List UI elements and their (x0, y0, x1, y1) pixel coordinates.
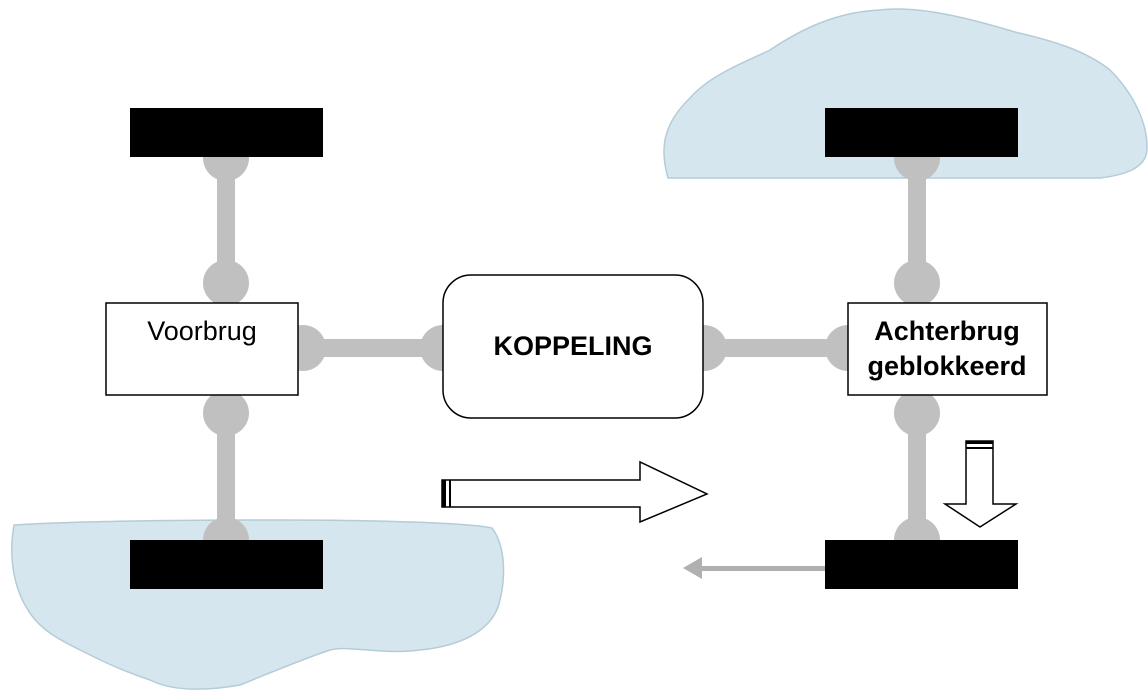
wheel-rear-top (825, 108, 1018, 157)
force-arrow-left (683, 557, 825, 579)
rear-axle-label-line1: Achterbrug (874, 316, 1020, 346)
joint-rear-top-box (894, 260, 940, 306)
drive-shaft-left (300, 339, 445, 357)
joint-front-bottom-box (203, 390, 249, 436)
wheel-front-bottom (130, 540, 323, 589)
coupling-box (442, 274, 704, 419)
front-axle-label: Voorbrug (147, 316, 257, 346)
rear-axle-label-line2: geblokkeerd (867, 351, 1026, 381)
wheel-front-top (130, 108, 323, 157)
ground-patch-top-right (663, 8, 1148, 179)
joint-rear-bottom-box (894, 390, 940, 436)
front-axle-box (105, 302, 299, 396)
drive-shaft-right (700, 339, 850, 357)
rear-axle-box (847, 302, 1048, 396)
coupling-label: KOPPELING (493, 331, 652, 361)
joint-front-top-box (203, 260, 249, 306)
wheel-rear-bottom (825, 540, 1018, 589)
load-arrow-down (942, 440, 1019, 528)
direction-arrow-right (441, 460, 709, 524)
